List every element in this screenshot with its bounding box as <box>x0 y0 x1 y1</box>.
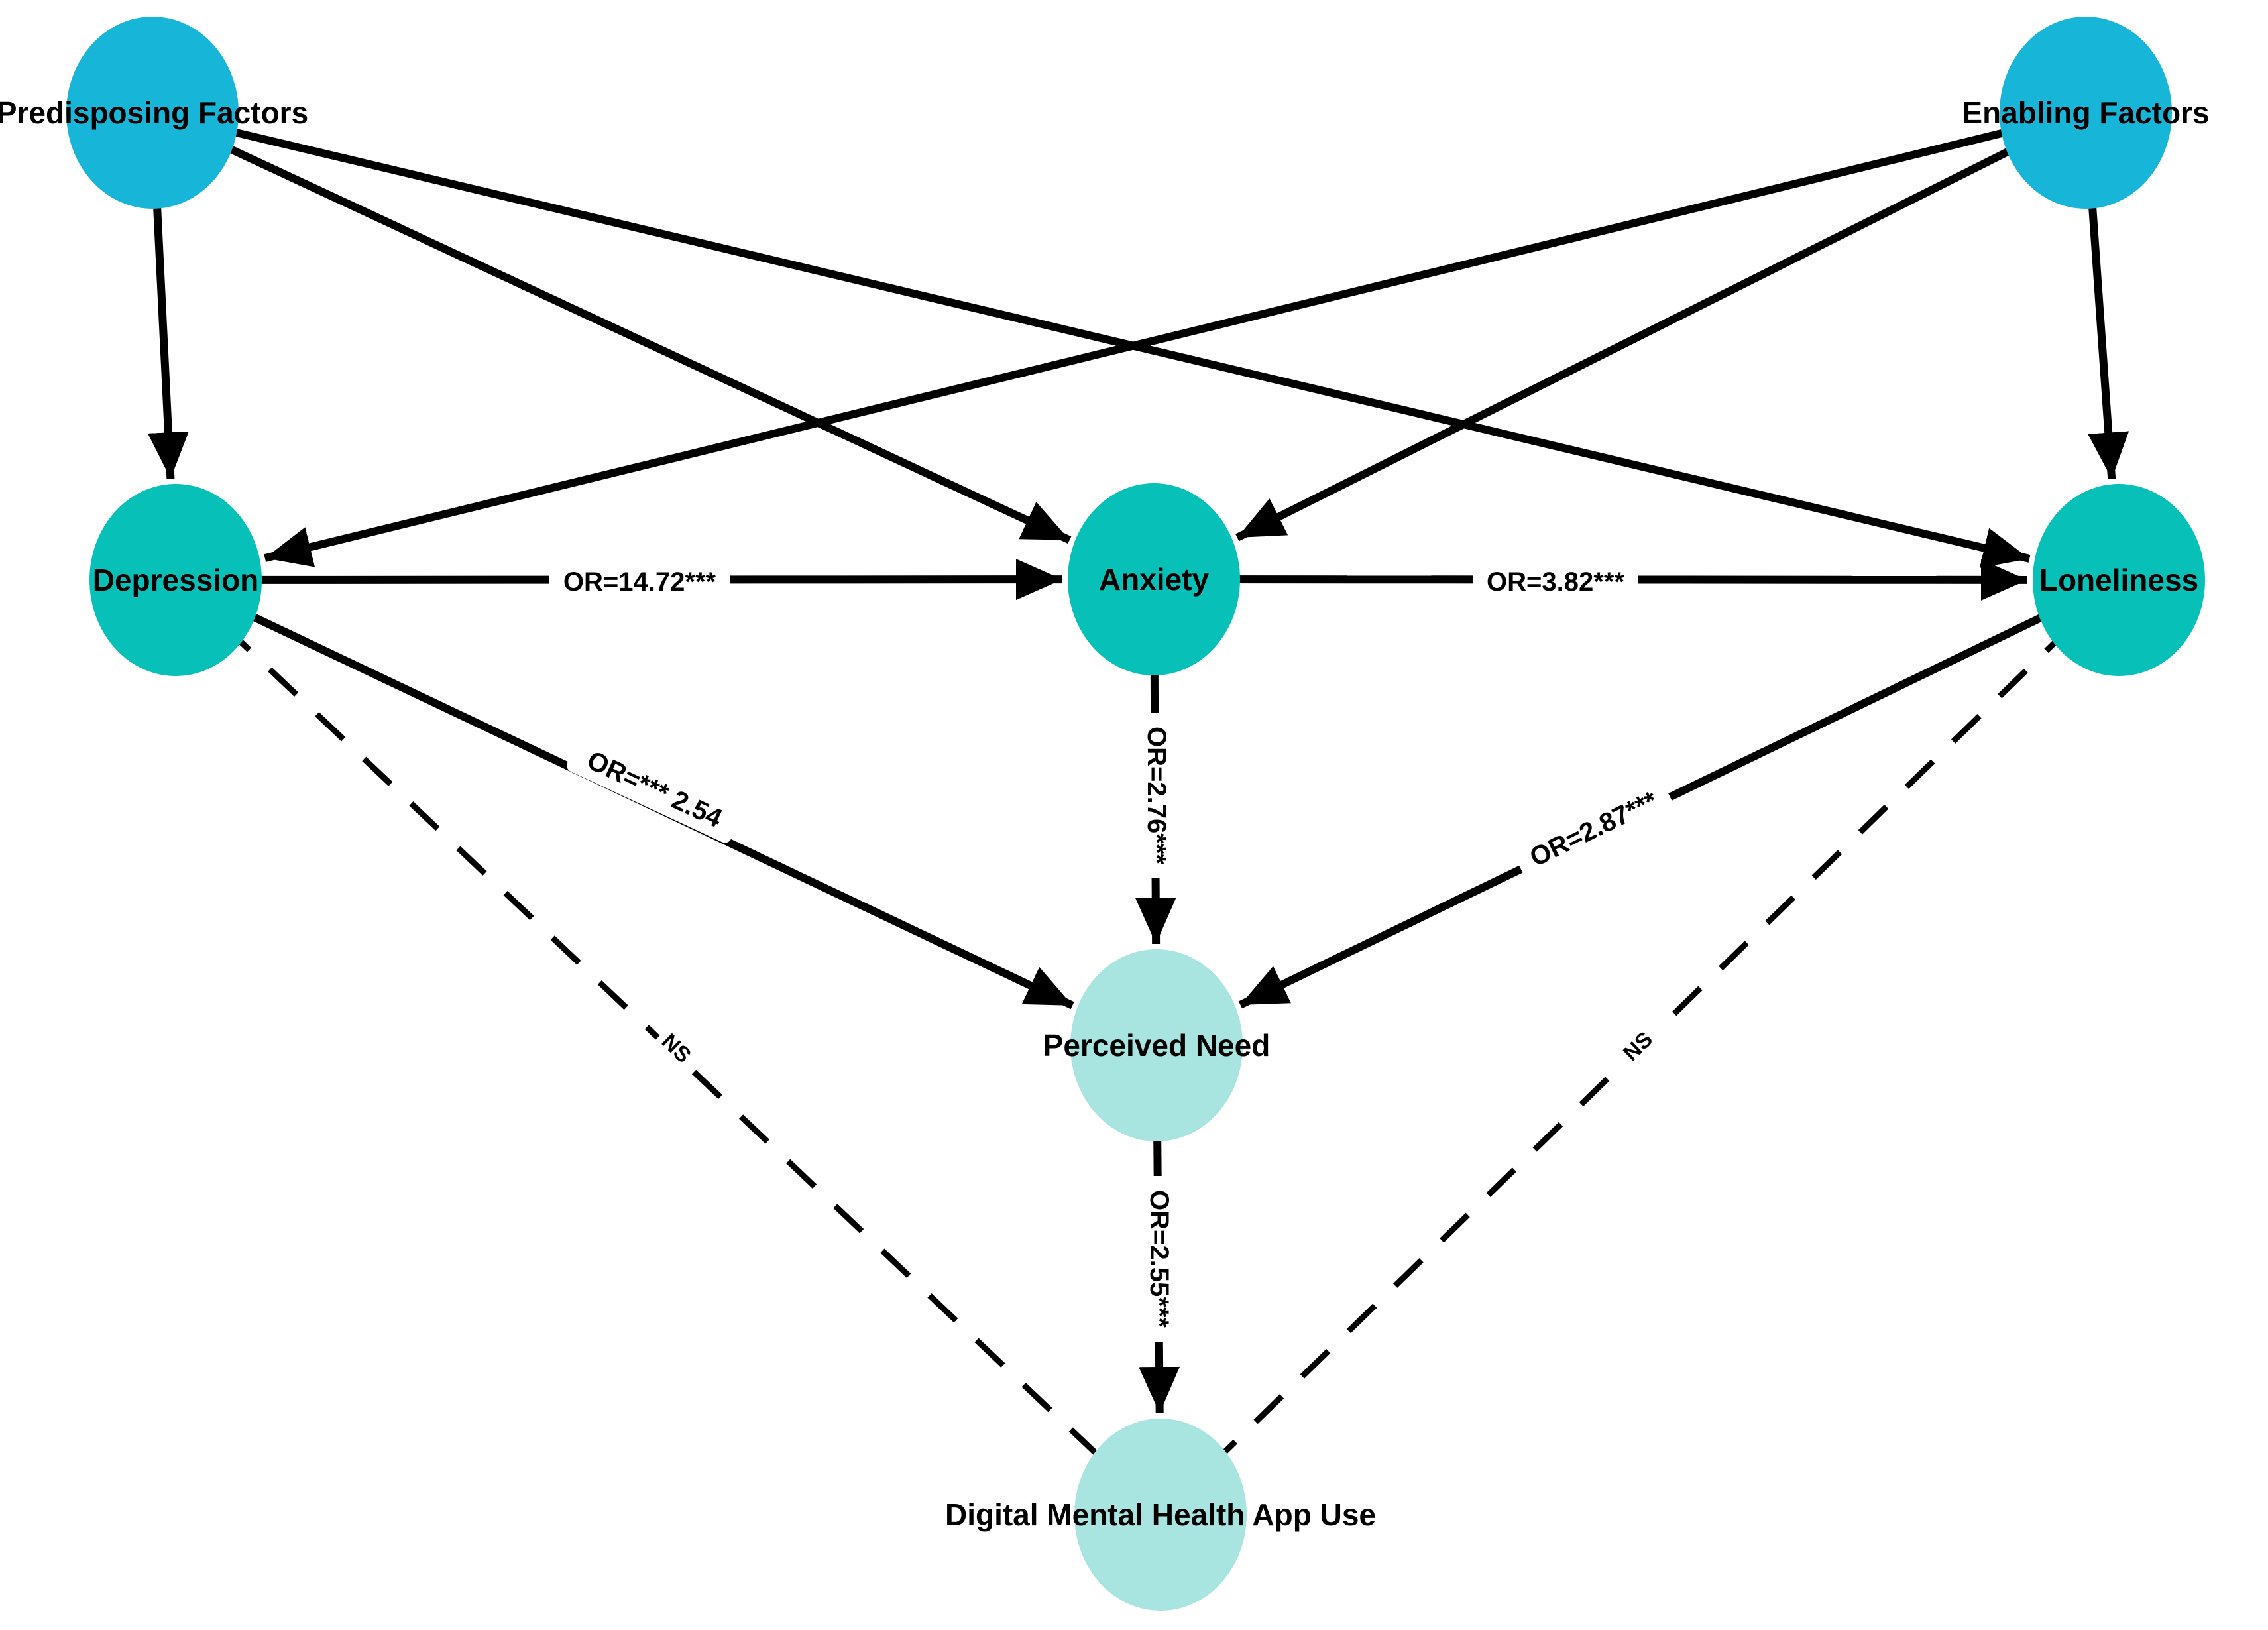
node-label-predisposing: Predisposing Factors <box>0 95 308 130</box>
edge-label-depression-anxiety: OR=14.72*** <box>563 567 716 597</box>
edge-enabling-anxiety <box>1235 109 2088 542</box>
edge-label-bg-anxiety-loneliness <box>1473 561 1638 601</box>
edge-label-anxiety-loneliness: OR=3.82*** <box>1487 567 1624 597</box>
edge-label-perceived-digital: OR=2.55*** <box>1145 1190 1174 1328</box>
edge-predisposing-anxiety <box>150 109 1072 544</box>
node-enabling <box>2000 17 2172 209</box>
node-digital_use <box>1074 1419 1247 1611</box>
edge-label-group-depression-digital: NS <box>652 1023 701 1073</box>
edges-layer <box>147 109 2129 1517</box>
node-anxiety <box>1068 483 1240 675</box>
edge-label-bg-depression-digital <box>652 1023 701 1073</box>
node-label-depression: Depression <box>93 563 259 597</box>
edge-label-loneliness-perceived: OR=2.87*** <box>1525 786 1662 872</box>
edge-label-anxiety-perceived: OR=2.76*** <box>1142 727 1171 864</box>
edge-label-group-anxiety-loneliness: OR=3.82*** <box>1473 561 1638 601</box>
node-predisposing <box>66 17 239 209</box>
edge-loneliness-perceived <box>1238 576 2121 1009</box>
node-labels-layer: Predisposing Factors Enabling FactorsDepr… <box>0 95 2210 1532</box>
edge-label-group-perceived-digital: OR=2.55*** <box>1140 1176 1180 1342</box>
edge-label-depression-perceived: OR=*** 2.54 <box>583 746 727 834</box>
edge-label-group-loneliness-perceived: OR=2.87*** <box>1512 776 1675 881</box>
edge-label-bg-loneliness-perceived <box>1512 776 1675 881</box>
node-loneliness <box>2033 484 2205 676</box>
node-label-loneliness: Loneliness <box>2039 563 2198 597</box>
edge-predisposing-loneliness <box>151 109 2031 568</box>
edge-label-group-anxiety-perceived: OR=2.76*** <box>1137 713 1177 878</box>
edge-label-bg-anxiety-perceived <box>1137 713 1177 878</box>
edge-label-group-loneliness-digital: NS <box>1613 1021 1662 1071</box>
nodes-layer <box>66 17 2205 1611</box>
edge-enabling-depression <box>264 109 2087 567</box>
edge-label-group-depression-anxiety: OR=14.72*** <box>549 561 730 601</box>
node-depression <box>89 484 262 676</box>
edge-label-bg-depression-perceived <box>567 734 743 843</box>
edge-label-bg-depression-anxiety <box>549 561 730 601</box>
node-label-enabling: Enabling Factors <box>1962 95 2209 130</box>
edge-label-bg-perceived-digital <box>1140 1176 1180 1342</box>
edge-labels-layer: OR=14.72*** OR=3.82*** OR=*** 2.54 OR=2.76*… <box>549 561 1675 1342</box>
edge-label-group-depression-perceived: OR=*** 2.54 <box>567 734 743 843</box>
node-label-perceived_need: Perceived Need <box>1043 1028 1271 1063</box>
node-label-digital_use: Digital Mental Health App Use <box>945 1497 1376 1532</box>
edge-label-bg-loneliness-digital <box>1613 1021 1662 1071</box>
node-label-anxiety: Anxiety <box>1099 562 1210 597</box>
node-perceived_need <box>1070 949 1243 1141</box>
